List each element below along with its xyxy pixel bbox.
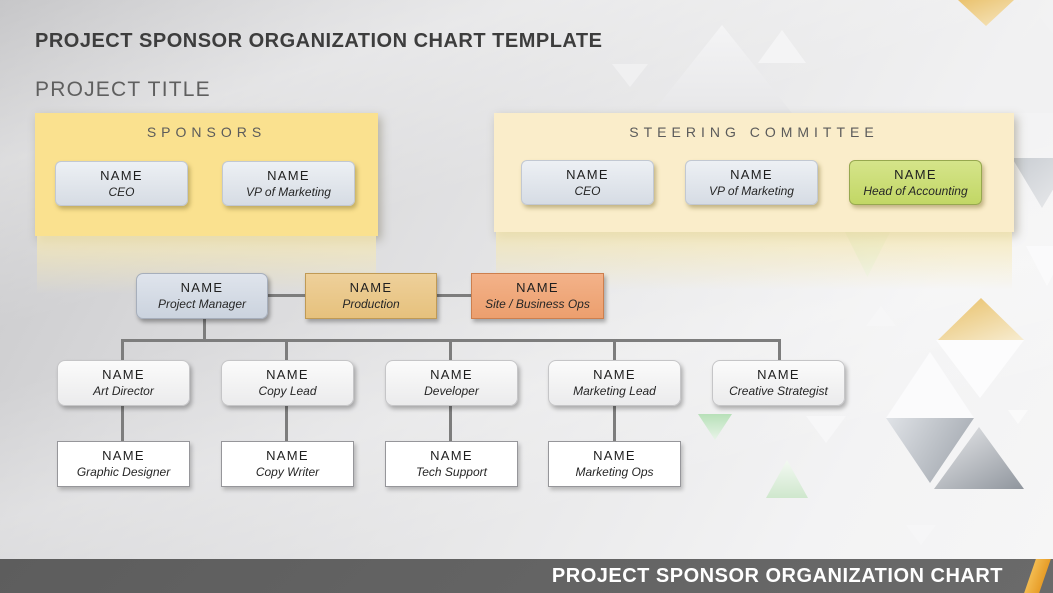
footer-title: PROJECT SPONSOR ORGANIZATION CHART [551, 565, 1003, 587]
name-label: NAME [102, 448, 145, 463]
decor-triangle [766, 460, 808, 498]
role-label: Creative Strategist [729, 384, 828, 398]
role-label: CEO [574, 183, 601, 198]
connector-line [121, 339, 781, 342]
decor-triangle [886, 352, 974, 418]
role-label: Copy Lead [258, 384, 317, 398]
sponsors-panel-title: SPONSORS [146, 124, 267, 140]
org-box-project-manager: NAME Project Manager [136, 273, 268, 319]
role-label: Developer [424, 384, 479, 398]
name-label: NAME [266, 367, 309, 382]
org-box-creative-strategist: NAME Creative Strategist [712, 360, 845, 406]
org-box-art-director: NAME Art Director [57, 360, 190, 406]
steering-committee-panel: STEERING COMMITTEE NAME CEO NAME VP of M… [494, 113, 1014, 290]
name-label: NAME [730, 166, 773, 182]
role-label: Head of Accounting [863, 183, 968, 198]
role-label: Graphic Designer [76, 465, 171, 479]
role-label: Project Manager [157, 297, 247, 311]
decor-triangle [866, 306, 896, 326]
decor-triangle [934, 427, 1024, 489]
connector-line [268, 294, 305, 297]
page-title: PROJECT SPONSOR ORGANIZATION CHART TEMPL… [35, 30, 603, 52]
decor-triangle [612, 64, 648, 87]
role-label: Production [342, 297, 400, 311]
org-box-marketing-ops: NAME Marketing Ops [548, 441, 681, 487]
decor-triangle [698, 414, 732, 440]
org-box-production: NAME Production [305, 273, 437, 319]
name-label: NAME [266, 448, 309, 463]
role-label: Marketing Ops [575, 465, 654, 479]
name-label: NAME [593, 367, 636, 382]
role-label: Copy Writer [255, 465, 320, 479]
org-box-copy-lead: NAME Copy Lead [221, 360, 354, 406]
connector-line [613, 342, 616, 360]
name-label: NAME [430, 367, 473, 382]
name-label: NAME [894, 166, 937, 182]
name-label: NAME [349, 280, 393, 295]
decor-triangle [958, 0, 1014, 26]
steering-card-ceo: NAME CEO [521, 160, 654, 205]
name-label: NAME [102, 367, 145, 382]
connector-line [449, 342, 452, 360]
steering-panel-title: STEERING COMMITTEE [629, 124, 879, 140]
connector-line [285, 342, 288, 360]
connector-line [121, 406, 124, 441]
org-box-tech-support: NAME Tech Support [385, 441, 518, 487]
decor-triangle [652, 25, 792, 113]
steering-card-vp-marketing: NAME VP of Marketing [685, 160, 818, 205]
connector-line [613, 406, 616, 441]
sponsor-card-vp-marketing: NAME VP of Marketing [222, 161, 355, 206]
decor-triangle [938, 298, 1024, 340]
org-box-developer: NAME Developer [385, 360, 518, 406]
name-label: NAME [267, 167, 310, 183]
role-label: Site / Business Ops [485, 297, 590, 311]
connector-line [285, 406, 288, 441]
role-label: Marketing Lead [573, 384, 656, 398]
sponsor-card-ceo: NAME CEO [55, 161, 188, 206]
name-label: NAME [593, 448, 636, 463]
decor-triangle [906, 525, 936, 545]
project-title: PROJECT TITLE [35, 78, 211, 101]
role-label: Art Director [93, 384, 154, 398]
name-label: NAME [100, 167, 143, 183]
decor-triangle [758, 30, 806, 63]
name-label: NAME [757, 367, 800, 382]
decor-triangle [960, 18, 1053, 113]
name-label: NAME [430, 448, 473, 463]
name-label: NAME [566, 166, 609, 182]
decor-triangle [1026, 246, 1053, 286]
connector-line [449, 406, 452, 441]
decor-triangle [806, 416, 846, 443]
steering-card-head-accounting: NAME Head of Accounting [849, 160, 982, 205]
decor-triangle [1008, 410, 1028, 424]
org-box-marketing-lead: NAME Marketing Lead [548, 360, 681, 406]
org-box-copy-writer: NAME Copy Writer [221, 441, 354, 487]
role-label: Tech Support [416, 465, 487, 479]
name-label: NAME [516, 280, 559, 295]
connector-line [437, 294, 471, 297]
name-label: NAME [180, 280, 224, 295]
connector-line [203, 319, 206, 340]
connector-line [121, 342, 124, 360]
sponsors-panel: SPONSORS NAME CEO NAME VP of Marketing [35, 113, 378, 294]
org-box-site-business-ops: NAME Site / Business Ops [471, 273, 604, 319]
footer-bar: PROJECT SPONSOR ORGANIZATION CHART [0, 559, 1053, 593]
connector-line [778, 342, 781, 360]
decor-triangle [936, 340, 1024, 398]
role-label: VP of Marketing [709, 183, 794, 198]
decor-triangle [886, 418, 974, 483]
role-label: CEO [108, 184, 135, 199]
decor-triangle [1012, 158, 1053, 208]
role-label: VP of Marketing [246, 184, 331, 199]
footer-accent-stripe [1024, 559, 1051, 593]
org-box-graphic-designer: NAME Graphic Designer [57, 441, 190, 487]
